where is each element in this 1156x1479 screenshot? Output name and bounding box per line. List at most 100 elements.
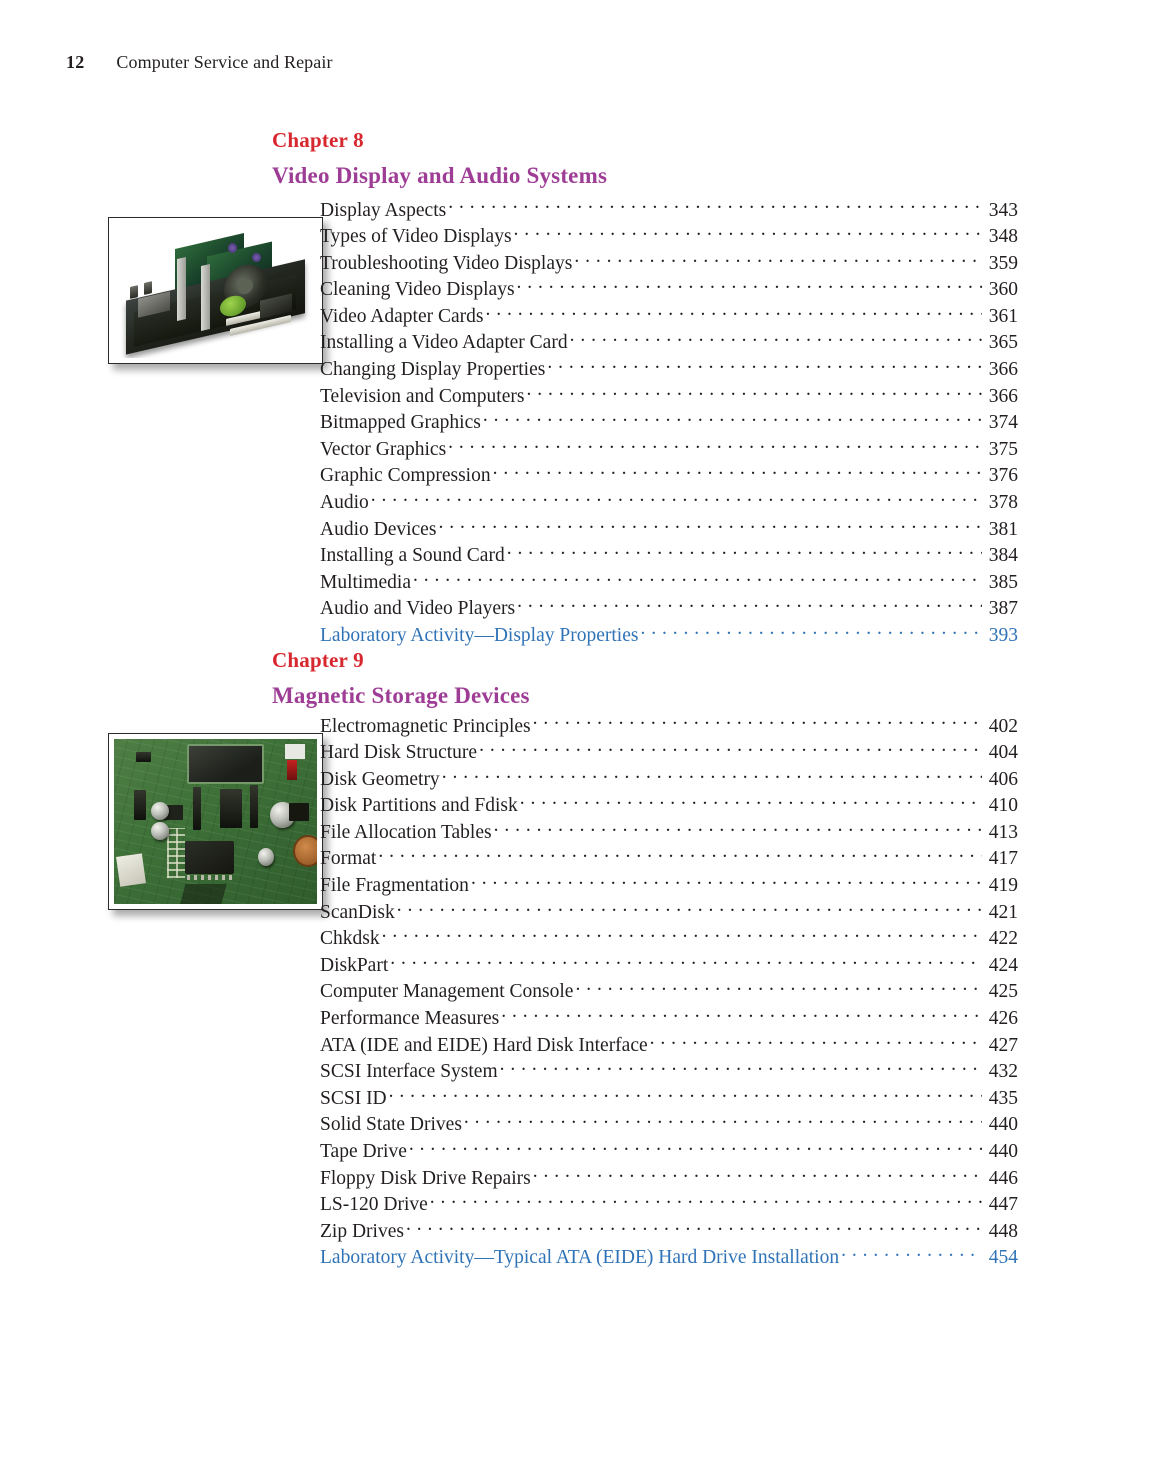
toc-entry[interactable]: Audio378 [320,489,1018,516]
toc-entry[interactable]: Cleaning Video Displays 360 [320,276,1018,303]
toc-entry[interactable]: SCSI ID435 [320,1084,1018,1111]
toc-entry-page-number: 417 [988,848,1018,870]
toc-entry[interactable]: Tape Drive440 [320,1138,1018,1165]
toc-entry-page-number: 360 [988,279,1018,301]
toc-lab-activity-entry[interactable]: Laboratory Activity—Typical ATA (EIDE) H… [320,1244,1018,1271]
toc-leader-dots [397,898,982,918]
toc-leader-dots [533,1164,982,1184]
chapter-label-9: Chapter 9 [272,648,364,672]
toc-entry[interactable]: Graphic Compression376 [320,462,1018,489]
toc-leader-dots [494,818,982,838]
toc-entry-page-number: 454 [988,1247,1018,1269]
toc-entry[interactable]: Computer Management Console425 [320,978,1018,1005]
toc-entry[interactable]: ScanDisk421 [320,898,1018,925]
toc-entry[interactable]: DiskPart424 [320,951,1018,978]
toc-entry-title: File Fragmentation [320,875,469,897]
toc-entry-title: Laboratory Activity—Typical ATA (EIDE) H… [320,1247,840,1269]
ic-chip-shape [185,841,234,881]
toc-entry-title: Format [320,848,377,870]
chapter-title-9: Magnetic Storage Devices [272,683,530,708]
toc-leader-dots [517,276,982,296]
toc-leader-dots [413,568,982,588]
toc-entry-page-number: 385 [988,571,1018,593]
toc-entry[interactable]: Solid State Drives440 [320,1111,1018,1138]
toc-entry[interactable]: Hard Disk Structure404 [320,739,1018,766]
toc-entry[interactable]: Bitmapped Graphics374 [320,409,1018,436]
toc-entry[interactable]: Audio and Video Players387 [320,595,1018,622]
toc-entry[interactable]: Format 417 [320,845,1018,872]
toc-leader-dots [841,1244,982,1264]
toc-entry[interactable]: Floppy Disk Drive Repairs446 [320,1164,1018,1191]
toc-entry[interactable]: File Fragmentation419 [320,872,1018,899]
toc-entry[interactable]: Disk Partitions and Fdisk410 [320,792,1018,819]
toc-leader-dots [448,435,982,455]
toc-entry-page-number: 410 [988,795,1018,817]
toc-entry[interactable]: Video Adapter Cards361 [320,302,1018,329]
toc-entry[interactable]: Display Aspects343 [320,196,1018,223]
toc-entry[interactable]: Changing Display Properties366 [320,356,1018,383]
toc-entry[interactable]: Performance Measures 426 [320,1005,1018,1032]
toc-entry[interactable]: Audio Devices381 [320,515,1018,542]
toc-entry[interactable]: Installing a Video Adapter Card365 [320,329,1018,356]
toc-entry[interactable]: SCSI Interface System432 [320,1058,1018,1085]
toc-entry[interactable]: ATA (IDE and EIDE) Hard Disk Interface42… [320,1031,1018,1058]
toc-leader-dots [533,712,982,732]
toc-entry[interactable]: Troubleshooting Video Displays359 [320,249,1018,276]
toc-leader-dots [570,329,982,349]
toc-entry[interactable]: LS-120 Drive 447 [320,1191,1018,1218]
toc-entry-page-number: 402 [988,715,1018,737]
card-bracket-shape [176,257,187,322]
toc-entry-title: Cleaning Video Displays [320,279,515,301]
toc-entry-page-number: 378 [988,492,1018,514]
toc-entry-title: Troubleshooting Video Displays [320,252,573,274]
toc-leader-dots [382,925,982,945]
toc-entry-page-number: 447 [988,1194,1018,1216]
toc-entry[interactable]: Chkdsk422 [320,925,1018,952]
toc-entry[interactable]: File Allocation Tables413 [320,818,1018,845]
toc-leader-dots [493,462,982,482]
running-head: 12 Computer Service and Repair [66,52,333,73]
toc-lab-activity-entry[interactable]: Laboratory Activity—Display Properties39… [320,622,1018,649]
toc-entry-page-number: 424 [988,954,1018,976]
header-connector-shape [250,785,259,829]
capacitor-shape [258,847,275,867]
toc-entry[interactable]: Multimedia 385 [320,568,1018,595]
toc-entry-title: Performance Measures [320,1008,500,1030]
toc-entry-title: Tape Drive [320,1141,407,1162]
toc-entry-page-number: 404 [988,742,1018,764]
toc-leader-dots [430,1191,982,1211]
toc-entry-page-number: 381 [988,518,1018,540]
toc-entry-title: Installing a Video Adapter Card [320,332,568,354]
photo-inner [114,739,317,904]
toc-entry[interactable]: Types of Video Displays348 [320,223,1018,250]
toc-entry[interactable]: Zip Drives448 [320,1217,1018,1244]
toc-entry[interactable]: Disk Geometry406 [320,765,1018,792]
chapter-title-8: Video Display and Audio Systems [272,163,608,188]
toc-entry-title: ScanDisk [320,901,395,923]
toc-entry[interactable]: Vector Graphics375 [320,435,1018,462]
toc-leader-dots [574,249,982,269]
toc-entry[interactable]: Electromagnetic Principles402 [320,712,1018,739]
toc-entry-title: Solid State Drives [320,1114,462,1136]
toc-entry-page-number: 393 [988,625,1018,646]
toc-leader-dots [520,792,982,812]
toc-leader-dots [483,409,982,429]
red-component-shape [286,760,297,781]
toc-entry-title: LS-120 Drive [320,1194,428,1216]
toc-entry-title: Multimedia [320,571,411,593]
toc-entry-title: Chkdsk [320,928,380,950]
white-label-shape [284,743,305,759]
toc-leader-dots [547,356,982,376]
toc-leader-dots [507,542,982,562]
toc-entry-page-number: 413 [988,821,1018,843]
toc-entry-title: Changing Display Properties [320,359,546,381]
toc-entry-page-number: 406 [988,768,1018,790]
toc-entry-title: Vector Graphics [320,438,447,460]
toc-entry[interactable]: Installing a Sound Card384 [320,542,1018,569]
toc-entry-title: Display Aspects [320,199,447,221]
toc-leader-dots [501,1005,982,1025]
toc-entry[interactable]: Television and Computers366 [320,382,1018,409]
toc-leader-dots [442,765,982,785]
toc-entry-page-number: 426 [988,1008,1018,1030]
toc-entry-page-number: 387 [988,598,1018,620]
